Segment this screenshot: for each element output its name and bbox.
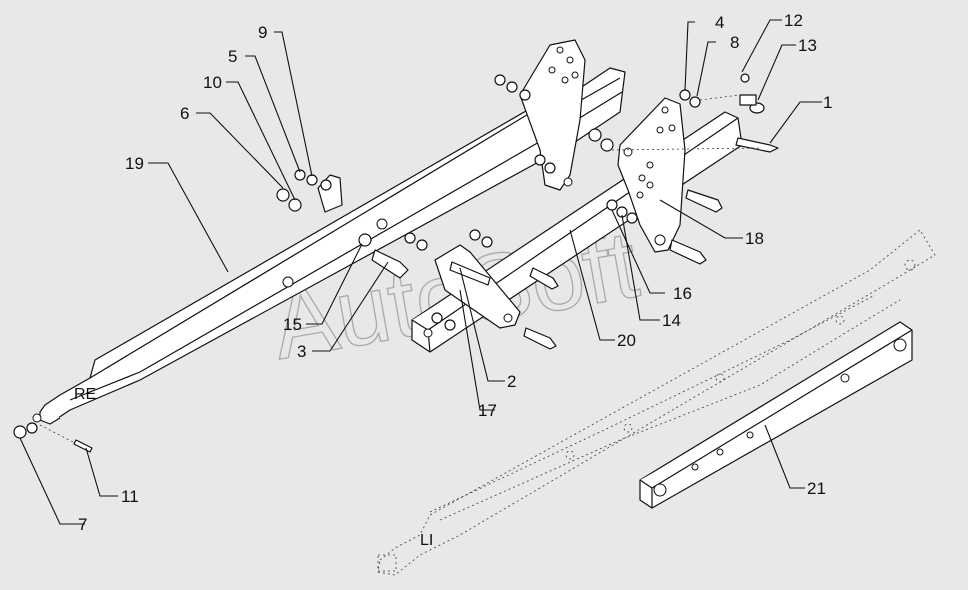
callout-19: 19 (125, 154, 144, 173)
callout-18: 18 (745, 229, 764, 248)
arm-part-19 (32, 67, 626, 425)
callout-7: 7 (78, 515, 87, 534)
callout-3: 3 (297, 342, 306, 361)
callout-20: 20 (617, 331, 636, 350)
bolt-18-a (685, 189, 723, 213)
callout-16: 16 (673, 284, 692, 303)
callout-labels: 1 2 3 4 5 6 7 8 9 10 11 12 13 14 15 16 1… (78, 11, 832, 534)
plate-part-21 (639, 321, 913, 509)
upper-bracket (519, 39, 586, 191)
assembly-axes (39, 94, 761, 444)
bolt-part-1 (735, 137, 779, 153)
callout-11: 11 (121, 487, 139, 506)
pin-part-11 (73, 439, 93, 453)
side-label-right: RE (74, 386, 96, 403)
callout-5: 5 (228, 47, 237, 66)
bolt-20-b (523, 327, 557, 350)
callout-15: 15 (283, 315, 302, 334)
callout-14: 14 (662, 311, 681, 330)
callout-21: 21 (807, 479, 826, 498)
bolt-18-b (669, 239, 707, 265)
callout-17: 17 (478, 401, 497, 420)
bracket-part-18 (617, 97, 686, 253)
left-arm-ghost (377, 229, 936, 576)
callout-6: 6 (180, 104, 189, 123)
washers-and-nuts (13, 73, 765, 439)
callout-13: 13 (798, 36, 817, 55)
bolt-2 (449, 261, 491, 286)
callout-1: 1 (823, 93, 832, 112)
side-label-left: LI (420, 532, 433, 549)
bolt-20-a (529, 267, 559, 290)
small-bracket (317, 174, 343, 213)
callout-12: 12 (784, 11, 803, 30)
callout-10: 10 (203, 73, 222, 92)
callout-8: 8 (730, 33, 739, 52)
callout-2: 2 (507, 372, 516, 391)
callout-9: 9 (258, 23, 267, 42)
leader-lines (19, 19, 822, 525)
bolt-3 (371, 249, 409, 279)
callout-4: 4 (715, 13, 724, 32)
